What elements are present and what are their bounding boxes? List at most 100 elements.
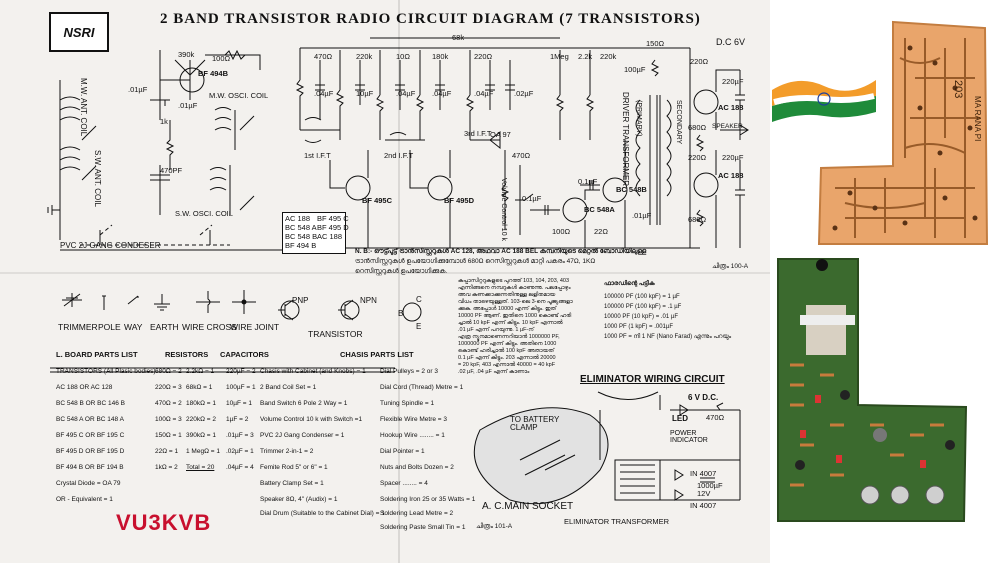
electrolytic-capacitor — [816, 259, 828, 271]
list-item: Trimmer 2-in-1 = 2 — [260, 448, 314, 455]
list-item: 22Ω = 1 — [155, 448, 179, 455]
cap-note-7: ച്ചാൽ 10 kpF എന്ന് കിട്ടും. 10 kpF എന്നാ… — [458, 320, 563, 326]
label-ac-main-socket: A. C.MAIN SOCKET — [482, 501, 574, 512]
list-item: 68kΩ = 1 — [186, 384, 213, 391]
box-bf494b: BF 494 B — [285, 241, 317, 250]
nsri-logo: NSRI — [49, 12, 109, 52]
label-10ohm: 10Ω — [396, 52, 410, 61]
list-item: 220kΩ = 2 — [186, 416, 216, 423]
list-item: 220µF = 2 — [226, 368, 256, 375]
list-item: Soldering Lead Metre = 2 — [380, 510, 454, 517]
label-04uf-c: .04µF — [432, 89, 452, 98]
legend-trimmer: TRIMMER — [58, 322, 98, 332]
box-bc548b: BC 548 B — [285, 232, 318, 241]
list-item: BF 494 B OR BF 194 B — [56, 464, 124, 471]
label-1st-ift: 1st I.F.T — [304, 151, 331, 160]
list-item: 2 Band Coil Set = 1 — [260, 384, 317, 391]
label-ac188-a: AC 188 — [718, 103, 744, 112]
label-04uf-a: .04µF — [314, 89, 334, 98]
list-item: Nuts and Bolts Dozen = 2 — [380, 464, 454, 471]
cap-note-12: 0.1 µF എന്ന് കിട്ടും. 203 എന്നാൽ 20000 — [458, 355, 556, 361]
cap-note-14: .02 µF, .04 µF എന്ന് കാണാം — [458, 369, 530, 375]
list-item: Dial Pointer = 1 — [380, 448, 425, 455]
box-bc548a: BC 548 A — [285, 223, 317, 232]
list-item: Dial Drum (Suitable to the Cabinet Dial)… — [260, 510, 385, 517]
label-bf495d: BF 495D — [444, 196, 475, 205]
list-item: 470Ω = 2 — [155, 400, 182, 407]
driver-transformer-part — [806, 305, 846, 355]
india-flag-image — [772, 80, 876, 122]
list-item: 1kΩ = 2 — [155, 464, 178, 471]
list-item: Hookup Wire ........ = 1 — [380, 432, 445, 439]
box-ac188: AC 188 — [285, 214, 311, 223]
list-item: Speaker 8Ω, 4" (Audix) = 1 — [260, 496, 338, 503]
legend-c: C — [416, 295, 422, 304]
label-1k: 1k — [160, 117, 168, 126]
pcb-assembled-image — [777, 258, 968, 522]
note-line-3: റെസിസ്റ്ററുകൾ ഉപയോഗിക്കുക. — [355, 268, 448, 275]
label-bc548a: BC 548A — [584, 205, 615, 214]
cap-table-row-5: 1000 PF = നി 1 NF (Nano Farad) എന്നും പറ… — [604, 334, 732, 340]
pcb-copper-side-image: 203 MA RANA PI — [817, 20, 989, 245]
q2-transistor — [345, 175, 371, 201]
legend-wire-cross: WIRE CROSS — [182, 322, 237, 332]
cap-note-1: കപ്പാസിറ്ററുകളുടെ പുറത്ത് 103, 104, 203,… — [458, 278, 569, 284]
pcb-label-203: 203 — [952, 80, 964, 98]
q6-transistor — [693, 89, 719, 115]
list-item: .02µF = 1 — [226, 448, 254, 455]
pole-symbol — [102, 295, 106, 310]
list-item: Dial Pulleys = 2 or 3 — [380, 368, 438, 375]
list-item: Soldering Iron 25 or 35 Watts = 1 — [380, 496, 476, 503]
cap-table-row-4: 1000 PF (1 kpF) = .001µF — [604, 324, 673, 330]
list-item: Tuning Spindle = 1 — [380, 400, 435, 407]
list-item: Volume Control 10 k with Switch =1 — [260, 416, 363, 423]
list-item: Chasis with Cabinet (and Knobs) = 1 — [260, 368, 366, 375]
label-ac188-b: AC 188 — [718, 171, 744, 180]
cap-note-13: = 20 kpF, 403 എന്നാൽ 40000 = 40 kpF — [458, 362, 556, 368]
label-220ohm-b: 220Ω — [474, 52, 493, 61]
q4-transistor — [562, 197, 588, 223]
note-line-2: ട്രാൻസിസ്റ്ററുകൾ ഉപയോഗിക്കുമ്പോൾ 680Ω റെ… — [355, 258, 596, 265]
label-2nd-ift: 2nd I.F.T — [384, 151, 414, 160]
legend-b: B — [398, 309, 404, 318]
q1-transistor — [179, 67, 205, 93]
circuit-diagram — [47, 37, 749, 505]
list-item: BC 548 A OR BC 148 A — [56, 416, 124, 423]
resistors-header: RESISTORS — [165, 350, 209, 359]
label-dc6v: D.C 6V — [716, 37, 746, 47]
list-item: Crystal Diode = OA 79 — [56, 480, 121, 487]
cap-note-6: 10000 PF ആണ്. ഇതിനെ 1000 കൊണ്ട് ഹരി — [458, 313, 572, 319]
label-100ohm-b: 100Ω — [552, 227, 571, 236]
label-180k: 180k — [432, 52, 449, 61]
cap-note-11: കൊണ്ട് ഹരിച്ചാൽ 100 kpF അതായത് — [458, 348, 555, 354]
list-item: .01µF = 3 — [226, 432, 254, 439]
list-item: 100Ω = 3 — [155, 416, 182, 423]
label-oa97: OA 97 — [490, 130, 511, 139]
capacitors-header: CAPACITORS — [220, 350, 269, 359]
label-150ohm: 150Ω — [646, 39, 665, 48]
cap-table-row-1: 100000 PF (100 kpF) = 1 µF — [604, 294, 680, 300]
label-primary: (PRIMARY) — [635, 100, 642, 137]
list-item: PVC 2J Gang Condenser = 1 — [260, 432, 345, 439]
label-3rd-ift: 3rd I.F.T — [464, 129, 492, 138]
legend-npn: NPN — [360, 296, 377, 305]
label-220k-b: 220k — [600, 52, 617, 61]
label-02uf: .02µF — [514, 89, 534, 98]
chassis-header: CHASIS PARTS LIST — [340, 350, 414, 359]
label-01uf-b: 0.1µF — [578, 177, 598, 186]
label-04uf-d: .04µF — [474, 89, 494, 98]
list-item: 1µF = 2 — [226, 416, 249, 423]
list-item: BF 495 C OR BF 195 C — [56, 432, 125, 439]
label-driver-transformer: DRIVER TRANSFORMER — [621, 92, 630, 187]
earth-symbol — [154, 294, 170, 311]
list-item: 220Ω = 3 — [155, 384, 182, 391]
legend-earth: EARTH — [150, 322, 179, 332]
list-item: 100µF = 1 — [226, 384, 256, 391]
list-item: Spacer ........ = 4 — [380, 480, 428, 487]
label-secondary: SECONDARY — [675, 100, 682, 145]
cap-note-3: അവ കണക്കാക്കുന്നതിനുള്ള ലളിതമായ — [458, 292, 556, 298]
trimmer-symbol — [62, 293, 82, 307]
q7-transistor — [693, 172, 719, 198]
list-item: BC 548 B OR BC 146 B — [56, 400, 126, 407]
cap-note-2: എന്നിങ്ങനെ നമ്പറുകൾ കാണുന്നു. പലപ്പോഴും — [458, 285, 571, 291]
